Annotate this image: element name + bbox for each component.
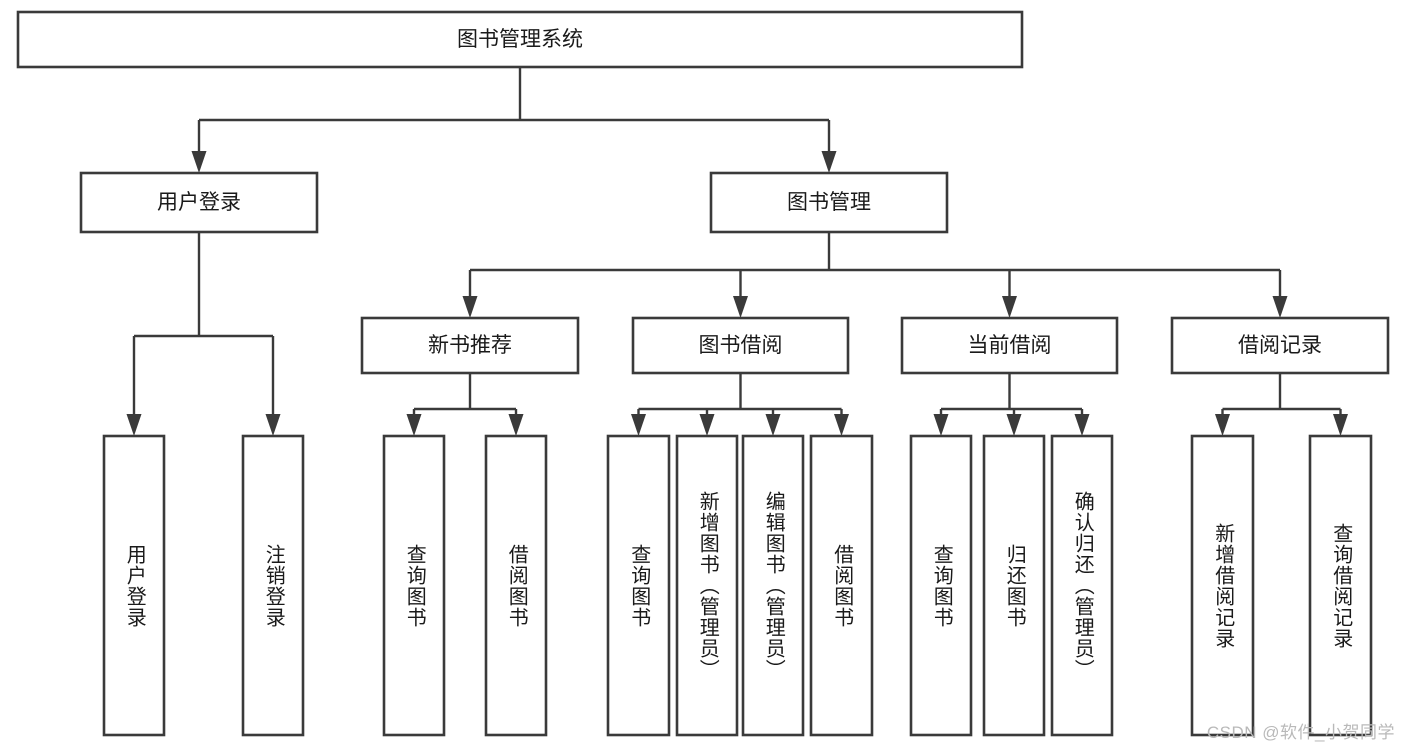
- leaf-box-cb-confirm-return[interactable]: [1050, 434, 1114, 737]
- arrowhead-new-book-rec: [462, 296, 478, 318]
- node-label-book-manage: 图书管理: [787, 191, 871, 214]
- node-label-book-borrow: 图书借阅: [699, 334, 783, 357]
- node-box-book-manage[interactable]: [709, 171, 949, 234]
- arrowhead-borrow-record: [1272, 296, 1288, 318]
- leaf-box-cb-return-book[interactable]: [982, 434, 1046, 737]
- leaf-box-nb-borrow-book[interactable]: [484, 434, 548, 737]
- arrowhead-br-query-record: [1333, 414, 1348, 436]
- arrowhead-user-login: [191, 151, 207, 173]
- node-label-root: 图书管理系统: [457, 28, 583, 51]
- arrowhead-book-manage: [821, 151, 837, 173]
- node-box-current-borrow[interactable]: [900, 316, 1119, 375]
- leaf-box-bb-add-book[interactable]: [675, 434, 739, 737]
- arrowhead-nb-borrow-book: [508, 414, 524, 436]
- node-label-user-login: 用户登录: [157, 191, 241, 214]
- node-box-layer: [16, 10, 1390, 737]
- arrowhead-nb-query-book: [406, 414, 422, 436]
- leaf-box-bb-edit-book[interactable]: [741, 434, 805, 737]
- node-box-user-login[interactable]: [79, 171, 319, 234]
- node-box-book-borrow[interactable]: [631, 316, 850, 375]
- arrowhead-cb-confirm-return: [1074, 414, 1090, 436]
- leaf-box-br-add-record[interactable]: [1190, 434, 1255, 737]
- leaf-box-bb-borrow-book[interactable]: [809, 434, 874, 737]
- node-label-current-borrow: 当前借阅: [968, 334, 1052, 357]
- arrowhead-bb-query-book: [631, 414, 646, 436]
- watermark-text: CSDN @软件_小贺同学: [1206, 723, 1395, 742]
- arrowhead-current-borrow: [1002, 296, 1017, 318]
- arrowhead-bb-borrow-book: [834, 414, 849, 436]
- leaf-box-br-query-record[interactable]: [1308, 434, 1373, 737]
- node-label-borrow-record: 借阅记录: [1238, 334, 1322, 357]
- node-box-borrow-record[interactable]: [1170, 316, 1390, 375]
- arrowhead-cb-return-book: [1006, 414, 1022, 436]
- arrowhead-bb-add-book: [699, 414, 715, 436]
- leaf-box-leaf-user-login[interactable]: [102, 434, 166, 737]
- arrowhead-book-borrow: [733, 296, 748, 318]
- arrowhead-leaf-user-login: [126, 414, 142, 436]
- connector-layer: [126, 67, 1348, 436]
- leaf-box-nb-query-book[interactable]: [382, 434, 446, 737]
- arrowhead-leaf-logout: [265, 414, 281, 436]
- arrowhead-bb-edit-book: [765, 414, 781, 436]
- leaf-box-cb-query-book[interactable]: [909, 434, 973, 737]
- leaf-box-bb-query-book[interactable]: [606, 434, 671, 737]
- leaf-box-leaf-logout[interactable]: [241, 434, 305, 737]
- node-label-new-book-rec: 新书推荐: [428, 334, 512, 357]
- node-box-root[interactable]: [16, 10, 1024, 69]
- arrowhead-br-add-record: [1215, 414, 1230, 436]
- arrowhead-cb-query-book: [933, 414, 949, 436]
- node-box-new-book-rec[interactable]: [360, 316, 580, 375]
